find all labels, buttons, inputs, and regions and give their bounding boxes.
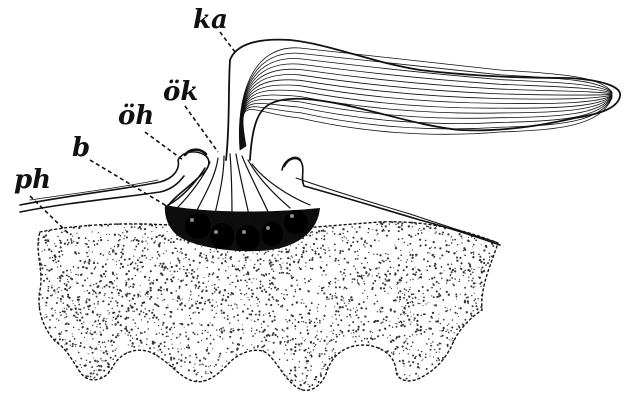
nucleus-row [165,205,320,251]
svg-text:ök: ök [163,77,198,107]
svg-text:ka: ka [193,5,228,35]
svg-text:ph: ph [14,165,51,195]
svg-text:b: b [72,133,90,163]
svg-text:öh: öh [118,101,154,131]
fibrous-process [226,40,620,160]
label-ph: ph [14,165,70,235]
right-membrane [282,158,500,245]
label-ka: ka [193,5,235,52]
label-oh: öh [118,101,183,160]
label-ok: ök [163,77,218,152]
